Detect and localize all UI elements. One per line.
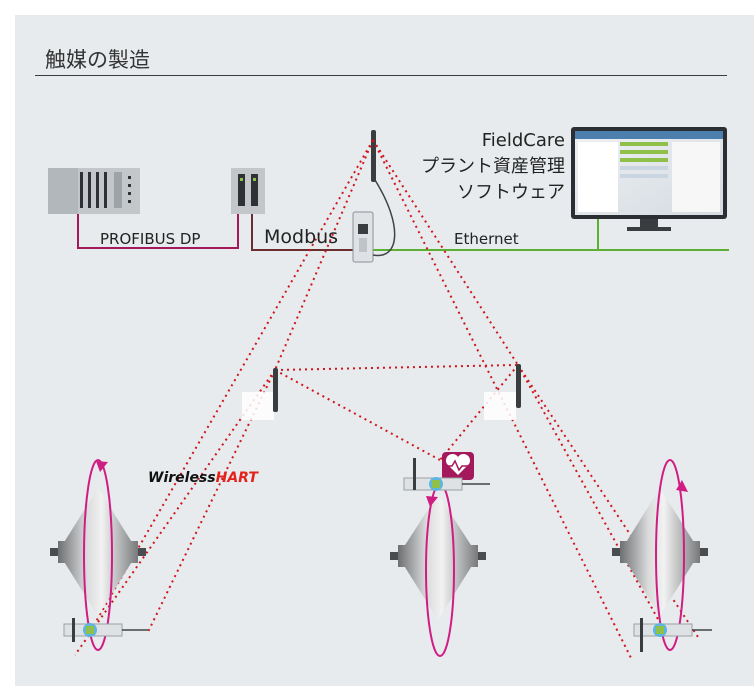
rotation-arrow-icon-right (655, 459, 688, 651)
fieldcare-subtitle-1: プラント資産管理 (421, 156, 565, 177)
io-module-icon (231, 168, 265, 214)
page-title: 触媒の製造 (45, 48, 150, 72)
ethernet-line (372, 215, 729, 251)
title-divider (35, 75, 727, 76)
profibus-line (77, 210, 239, 249)
repeater-icon-right (484, 364, 521, 420)
vessel-icon-center (390, 494, 486, 620)
flowmeter-icon-center (403, 458, 490, 491)
plc-rack-icon (48, 168, 140, 214)
modbus-line (251, 212, 360, 251)
fieldcare-title: FieldCare (481, 130, 565, 151)
flowmeter-icon-left (63, 618, 148, 642)
wirelesshart-logo-hart: HART (215, 470, 258, 486)
diagram-panel (15, 15, 754, 686)
vessel-icon-right (612, 488, 708, 616)
profibus-label: PROFIBUS DP (100, 230, 201, 248)
flowmeter-icon-right (633, 618, 712, 652)
ethernet-label: Ethernet (454, 230, 519, 248)
wirelesshart-logo-wireless: Wireless (148, 470, 216, 486)
heartbeat-icon (442, 452, 474, 480)
repeater-icon-left (242, 368, 278, 420)
wirelesshart-logo: WirelessHART (148, 470, 258, 486)
antenna-icon (371, 130, 376, 182)
wireless-gateway-icon (352, 179, 396, 263)
fieldcare-subtitle-2: ソフトウェア (457, 182, 565, 203)
modbus-label: Modbus (264, 226, 339, 248)
fieldcare-label: FieldCare プラント資産管理 ソフトウェア (380, 128, 565, 206)
vessel-icon-left (50, 488, 146, 616)
rotation-arrow-icon-left (83, 459, 113, 651)
monitor-icon (571, 127, 727, 231)
